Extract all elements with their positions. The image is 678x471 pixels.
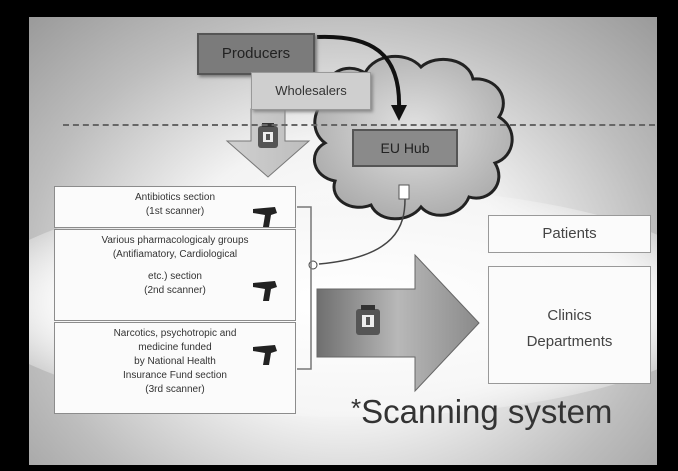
eu-hub-box: EU Hub bbox=[352, 129, 458, 167]
section-3-line-2: medicine funded bbox=[138, 342, 212, 353]
section-3-line-5: (3rd scanner) bbox=[145, 384, 205, 395]
section-1-line-2: (1st scanner) bbox=[145, 206, 205, 217]
scanner-gun-icon bbox=[253, 345, 277, 365]
section-2-line-1: Various pharmacologicaly groups bbox=[101, 235, 249, 246]
section-1-line-1: Antibiotics section bbox=[134, 192, 216, 203]
scanner-gun-icon bbox=[253, 207, 277, 227]
section-3-line-3: by National Health bbox=[134, 356, 216, 367]
producers-box: Producers bbox=[197, 33, 315, 75]
section-2-line-3: etc.) section bbox=[148, 271, 202, 282]
departments-label: Departments bbox=[526, 333, 613, 350]
section-2-line-2: (Antifiamatory, Cardiological bbox=[112, 249, 238, 260]
clinics-label: Clinics bbox=[547, 307, 592, 324]
dashed-divider bbox=[63, 124, 655, 126]
antibiotics-section-box: Antibiotics section (1st scanner) bbox=[54, 186, 296, 228]
patients-box: Patients bbox=[488, 215, 651, 253]
scanner-gun-icon bbox=[253, 281, 277, 301]
clinics-departments-box: Clinics Departments bbox=[488, 266, 651, 384]
section-2-line-4: (2nd scanner) bbox=[144, 285, 206, 296]
section-3-line-4: Insurance Fund section bbox=[123, 370, 227, 381]
big-right-arrow bbox=[316, 253, 480, 393]
pharmacological-section-box: Various pharmacologicaly groups (Antifia… bbox=[54, 229, 296, 321]
slide-canvas: Producers Wholesalers EU Hub Antibiotics… bbox=[29, 17, 657, 465]
narcotics-section-box: Narcotics, psychotropic and medicine fun… bbox=[54, 322, 296, 414]
curved-arrow bbox=[316, 34, 402, 110]
title-asterisk: * bbox=[351, 393, 362, 423]
scanning-system-title: *Scanning system bbox=[351, 393, 612, 431]
wholesalers-box: Wholesalers bbox=[251, 72, 371, 110]
section-3-line-1: Narcotics, psychotropic and bbox=[113, 328, 237, 339]
title-text: Scanning system bbox=[361, 393, 613, 430]
